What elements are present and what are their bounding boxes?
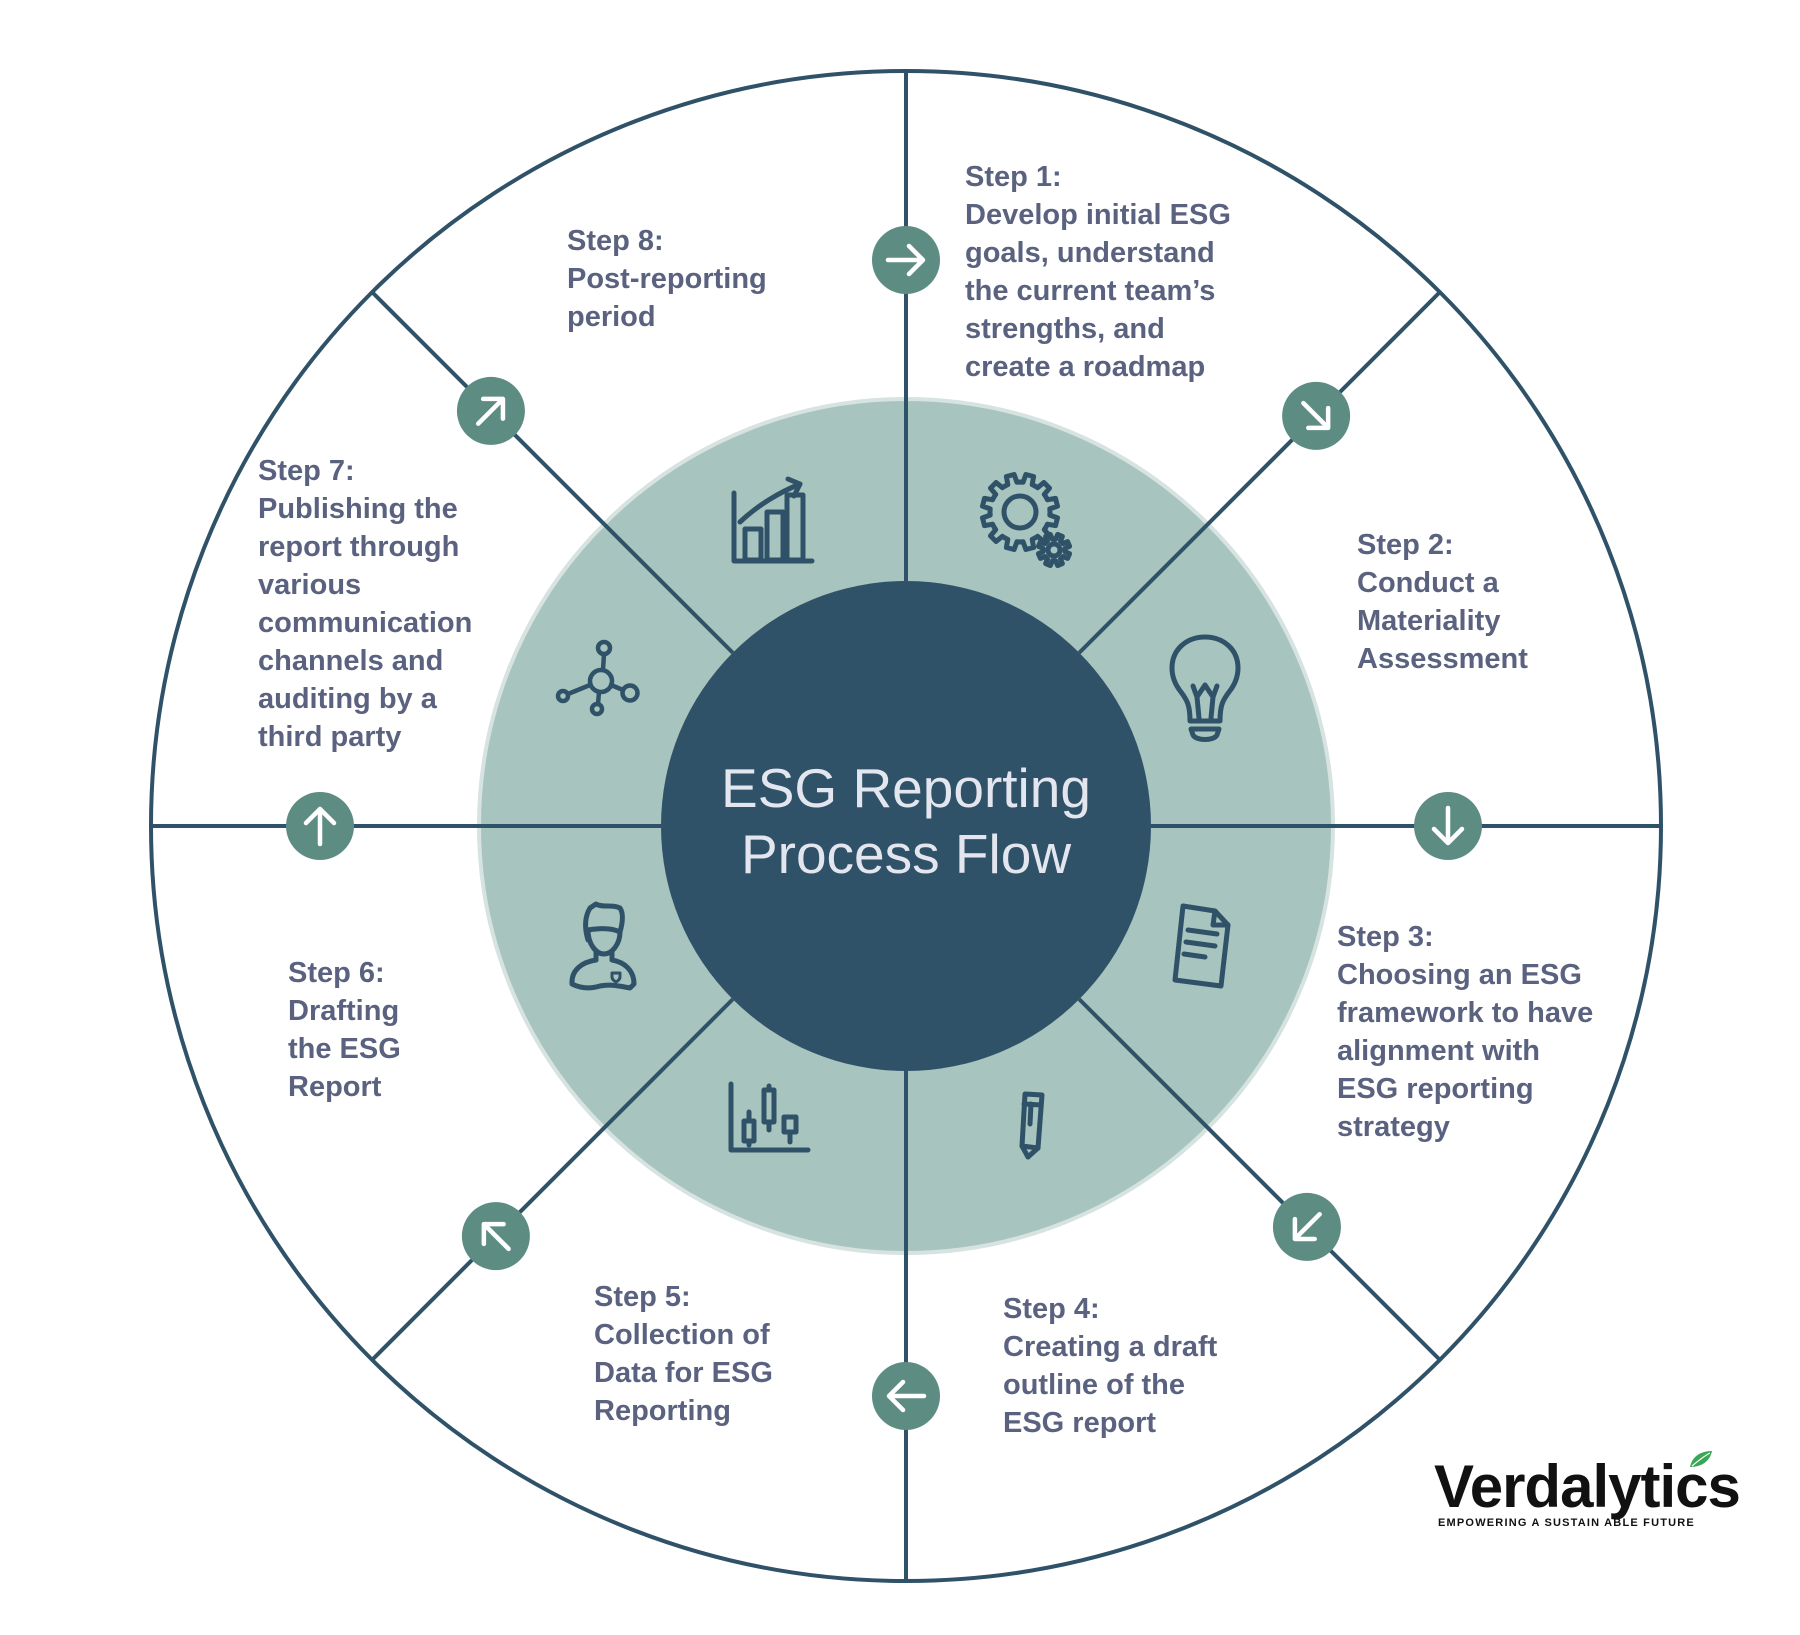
network-nodes-icon bbox=[555, 639, 640, 717]
step-heading: Step 3: bbox=[1337, 921, 1434, 953]
step-description-line: outline of the bbox=[1003, 1369, 1186, 1401]
step-description-line: various bbox=[258, 569, 362, 601]
document-icon bbox=[1172, 903, 1231, 989]
step-description-line: Collection of bbox=[594, 1319, 770, 1351]
step-description-line: Drafting bbox=[288, 995, 400, 1027]
arrow-glyph bbox=[1301, 400, 1331, 431]
step-2-text: Step 2: Conduct a Materiality Assessment bbox=[1357, 526, 1528, 678]
step-heading: Step 1: bbox=[965, 161, 1062, 193]
spoke-line bbox=[370, 290, 735, 655]
step-description-line: the ESG bbox=[288, 1033, 401, 1065]
spokes bbox=[151, 71, 1661, 1581]
step-description-line: Reporting bbox=[594, 1395, 731, 1427]
step-1-text: Step 1: Develop initial ESG goals, under… bbox=[965, 158, 1231, 386]
pencil-icon bbox=[1019, 1091, 1045, 1160]
step-description-line: Materiality bbox=[1357, 605, 1501, 637]
step-description-line: channels and bbox=[258, 645, 444, 677]
step-description-line: period bbox=[567, 301, 656, 333]
logo-name: Verdalytics bbox=[1434, 1453, 1741, 1520]
arrow-glyph bbox=[1292, 1211, 1322, 1242]
step-description-line: third party bbox=[258, 721, 402, 753]
arrow-down-left-icon bbox=[1272, 1192, 1341, 1261]
step-description-line: Creating a draft bbox=[1003, 1331, 1218, 1363]
lightbulb-icon bbox=[1169, 634, 1241, 742]
arrow-badges bbox=[286, 226, 1482, 1430]
step-5-text: Step 5: Collection of Data for ESG Repor… bbox=[594, 1278, 773, 1430]
step-heading: Step 7: bbox=[258, 455, 355, 487]
step-7-text: Step 7: Publishing the report through va… bbox=[258, 452, 472, 756]
step-description-line: ESG reporting bbox=[1337, 1073, 1534, 1105]
step-heading: Step 8: bbox=[567, 225, 664, 257]
step-heading: Step 5: bbox=[594, 1281, 691, 1313]
step-3-text: Step 3: Choosing an ESG framework to hav… bbox=[1337, 918, 1593, 1146]
leaf-icon bbox=[1690, 1451, 1712, 1467]
arrow-glyph bbox=[303, 806, 337, 847]
step-description-line: Report bbox=[288, 1071, 382, 1103]
step-heading: Step 2: bbox=[1357, 529, 1454, 561]
step-description-line: ESG report bbox=[1003, 1407, 1157, 1439]
step-heading: Step 6: bbox=[288, 957, 385, 989]
arrow-down-right-icon bbox=[1282, 381, 1351, 450]
step-description-line: Develop initial ESG bbox=[965, 199, 1231, 231]
arrow-right-icon bbox=[872, 226, 940, 294]
step-description-line: Conduct a bbox=[1357, 567, 1499, 599]
logo-tagline: EMPOWERING A SUSTAIN ABLE FUTURE bbox=[1438, 1517, 1695, 1529]
step-description-line: framework to have bbox=[1337, 997, 1594, 1029]
arrow-glyph bbox=[885, 243, 926, 277]
arrow-up-right-icon bbox=[456, 376, 525, 445]
growth-chart-icon bbox=[731, 476, 815, 564]
arrow-up-left-icon bbox=[461, 1202, 530, 1271]
step-description-line: communication bbox=[258, 607, 473, 639]
step-description-line: goals, understand bbox=[965, 237, 1215, 269]
step-description-line: Post-reporting bbox=[567, 263, 767, 295]
arrow-up-icon bbox=[286, 792, 354, 860]
step-4-text: Step 4: Creating a draft outline of the … bbox=[1003, 1290, 1217, 1442]
step-6-text: Step 6: Drafting the ESG Report bbox=[288, 954, 401, 1106]
step-description-line: create a roadmap bbox=[965, 351, 1206, 383]
arrow-glyph bbox=[886, 1379, 927, 1413]
diagram-title: ESG Reporting Process Flow bbox=[656, 755, 1156, 887]
step-heading: Step 4: bbox=[1003, 1293, 1100, 1325]
step-description-line: alignment with bbox=[1337, 1035, 1540, 1067]
verdalytics-logo: Verdalytics EMPOWERING A SUSTAIN ABLE FU… bbox=[1432, 1451, 1752, 1535]
title-line-2: Process Flow bbox=[740, 823, 1072, 885]
step-description-line: strategy bbox=[1337, 1111, 1450, 1143]
gears-icon bbox=[980, 472, 1073, 569]
step-8-text: Step 8: Post-reporting period bbox=[567, 222, 767, 336]
spoke-line bbox=[370, 997, 735, 1362]
person-icon bbox=[569, 901, 637, 991]
spoke-line bbox=[1077, 290, 1442, 655]
arrow-down-icon bbox=[1414, 792, 1482, 860]
step-description-line: Data for ESG bbox=[594, 1357, 773, 1389]
title-line-1: ESG Reporting bbox=[721, 757, 1091, 819]
spoke-line bbox=[1077, 997, 1442, 1362]
step-description-line: Publishing the bbox=[258, 493, 458, 525]
arrow-glyph bbox=[1431, 805, 1465, 846]
arrow-left-icon bbox=[872, 1362, 940, 1430]
step-description-line: Choosing an ESG bbox=[1337, 959, 1582, 991]
step-description-line: the current team’s bbox=[965, 275, 1216, 307]
step-description-line: report through bbox=[258, 531, 460, 563]
step-description-line: Assessment bbox=[1357, 643, 1528, 675]
candlestick-chart-icon bbox=[728, 1081, 811, 1153]
step-description-line: strengths, and bbox=[965, 313, 1165, 345]
arrow-glyph bbox=[481, 1221, 511, 1252]
step-description-line: auditing by a bbox=[258, 683, 437, 715]
center-circle bbox=[661, 581, 1151, 1071]
arrow-glyph bbox=[475, 396, 506, 426]
